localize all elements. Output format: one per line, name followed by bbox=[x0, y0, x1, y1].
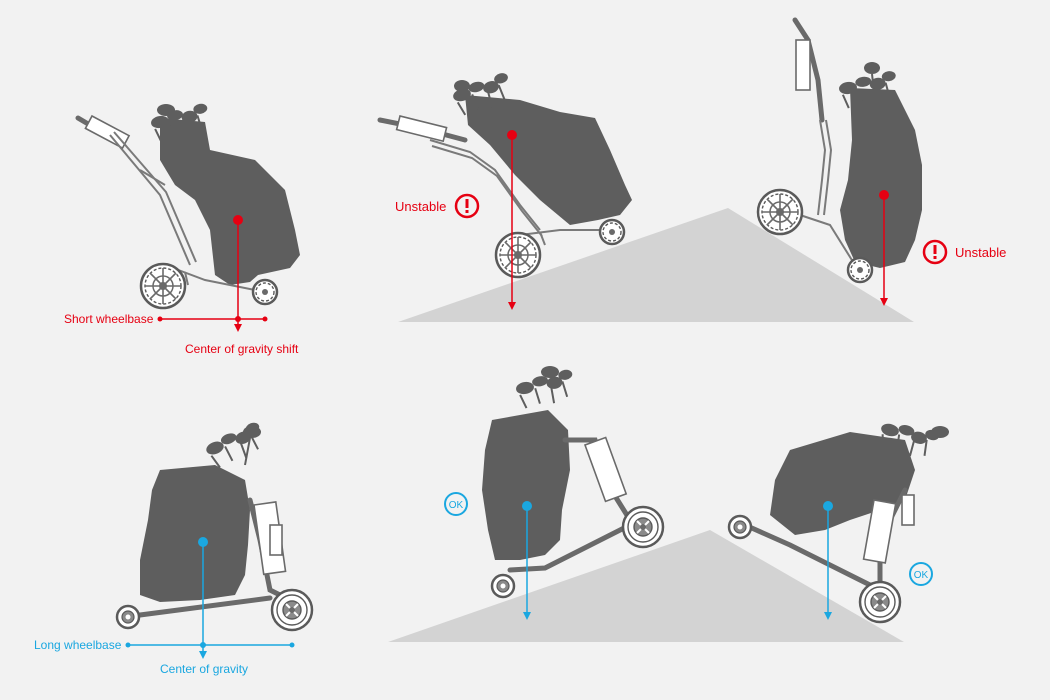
ok-label-right: OK bbox=[914, 570, 929, 581]
ok-label-left: OK bbox=[449, 500, 464, 511]
long-wheelbase-label: Long wheelbase bbox=[34, 638, 122, 652]
slope-uphill-top bbox=[398, 208, 914, 322]
new-cart-uphill: OK bbox=[388, 366, 904, 642]
slope-uphill-bottom bbox=[388, 530, 904, 642]
traditional-cart-uphill: Unstable bbox=[377, 70, 914, 322]
traditional-cart-flat: Short wheelbase Center of gravity shift bbox=[64, 101, 300, 356]
exclamation-circle-icon bbox=[922, 239, 948, 265]
ok-circle-icon: OK bbox=[444, 492, 468, 516]
cog-shift-label: Center of gravity shift bbox=[185, 342, 299, 356]
ok-circle-icon: OK bbox=[909, 562, 933, 586]
new-cart-downhill: OK bbox=[727, 416, 949, 624]
traditional-cart-downhill: Unstable bbox=[756, 17, 1006, 306]
new-cart-flat: Long wheelbase Center of gravity bbox=[34, 419, 314, 676]
exclamation-circle-icon bbox=[454, 193, 480, 219]
unstable-label-right: Unstable bbox=[955, 245, 1006, 260]
short-wheelbase-label: Short wheelbase bbox=[64, 312, 154, 326]
unstable-label-left: Unstable bbox=[395, 199, 446, 214]
center-of-gravity-label: Center of gravity bbox=[160, 662, 248, 676]
